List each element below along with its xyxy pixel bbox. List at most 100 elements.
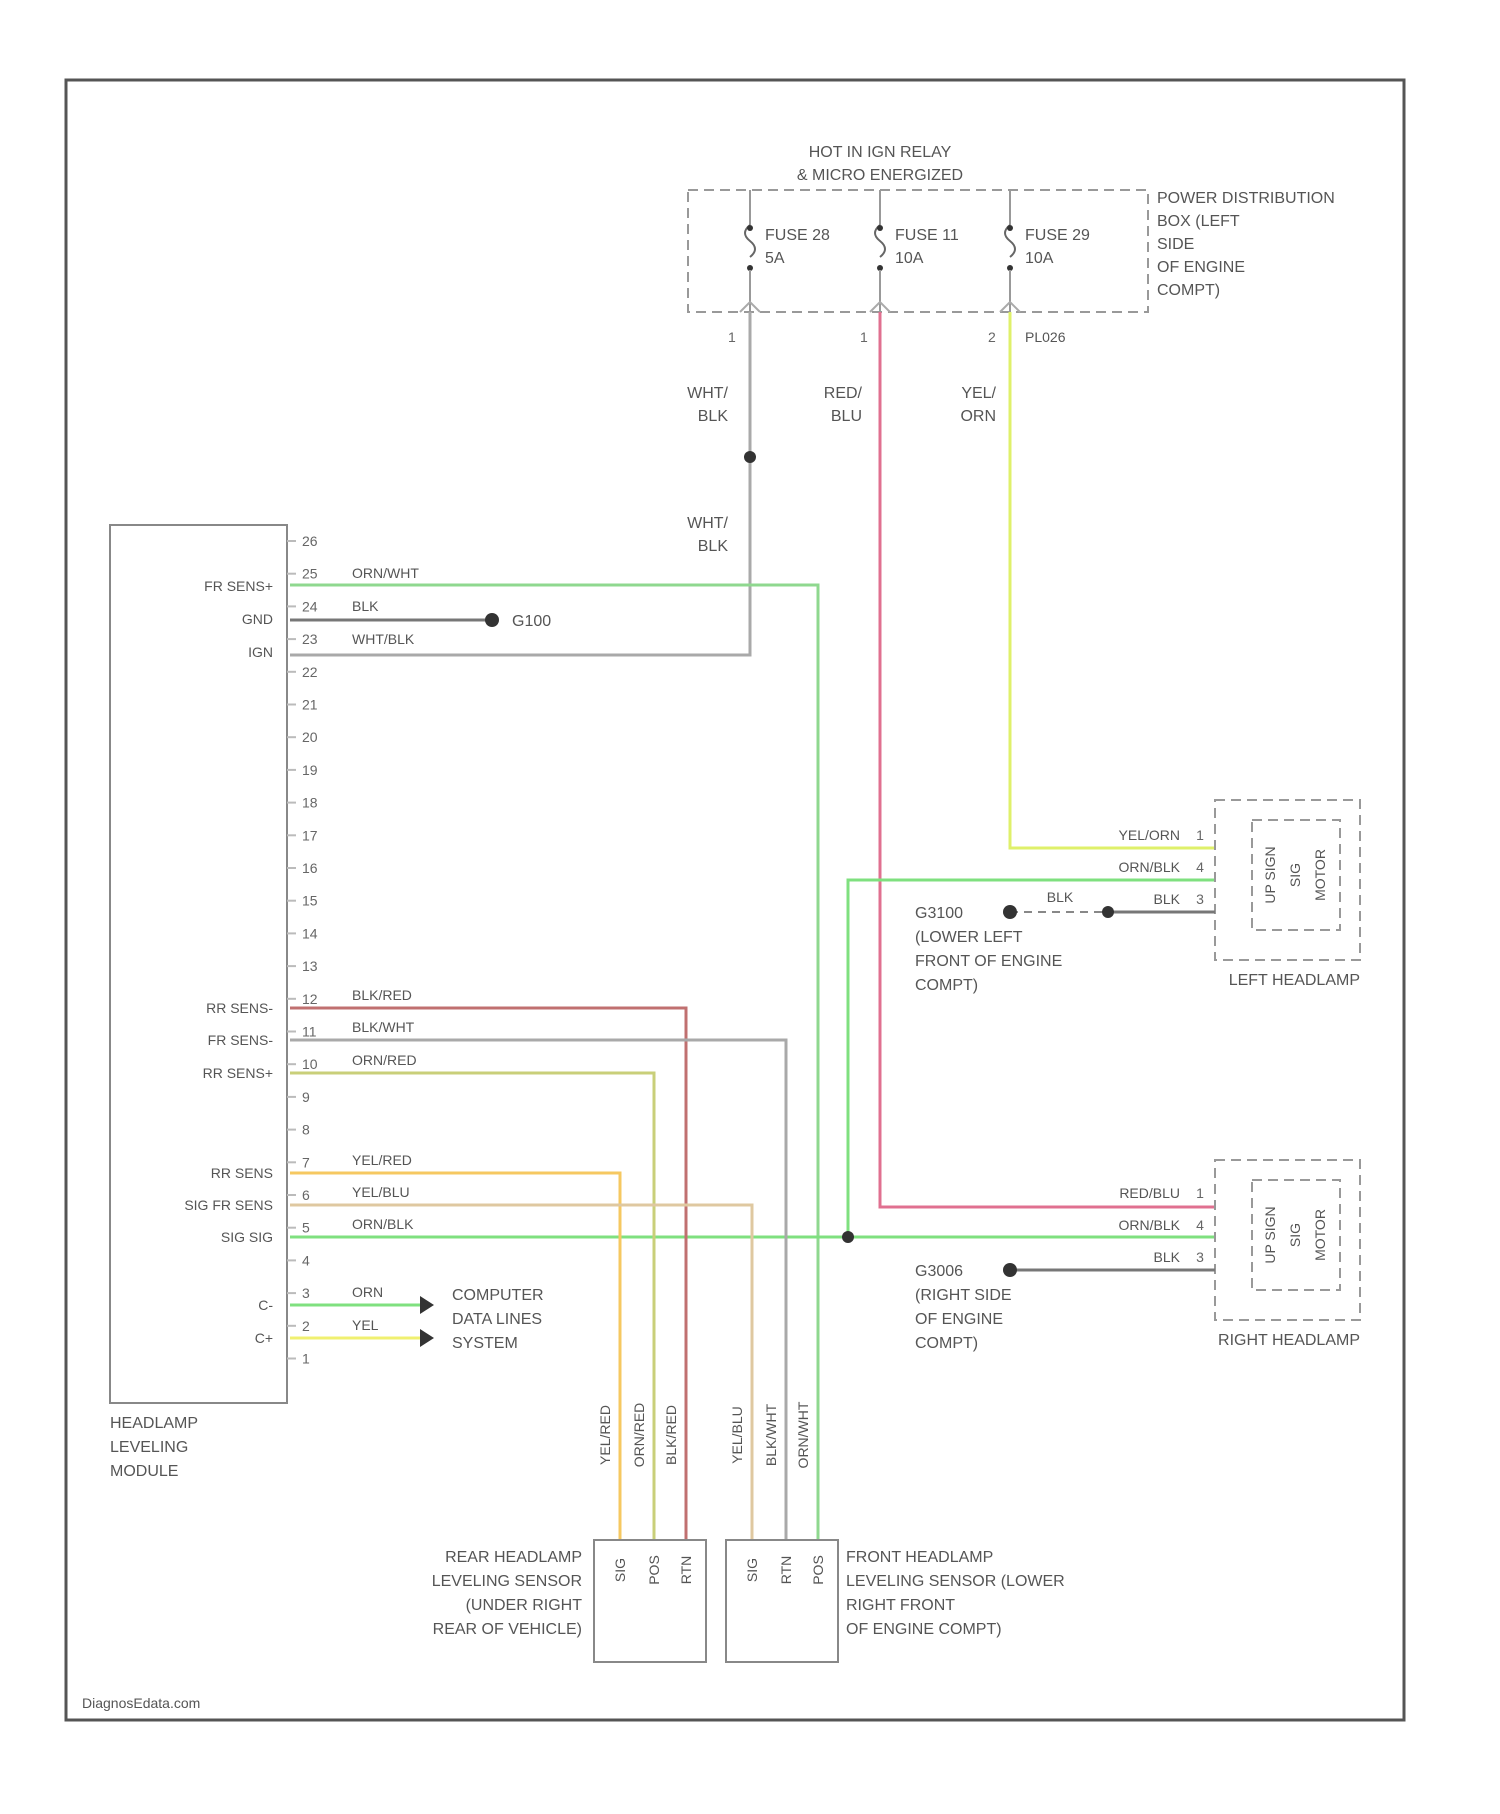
arrow-icon (420, 1329, 434, 1347)
left-headlamp-inner-2: SIG (1287, 863, 1303, 887)
left-headlamp-splice (1102, 906, 1114, 918)
right-headlamp-inner-2: SIG (1287, 1223, 1303, 1247)
module-pin-number: 23 (302, 631, 318, 647)
relay-label-line1: HOT IN IGN RELAY (809, 144, 952, 161)
left-headlamp-wire-1: YEL/ORN (1119, 827, 1180, 843)
pdb-label-line1: POWER DISTRIBUTION (1157, 190, 1335, 207)
fuse-11-pin: 1 (860, 329, 868, 345)
left-headlamp-wire-3: BLK (1154, 891, 1181, 907)
left-headlamp-pin-4: 4 (1196, 859, 1204, 875)
right-headlamp-wire-1: RED/BLU (1119, 1185, 1180, 1201)
right-headlamp: RED/BLU 1 ORN/BLK 4 BLK 3 UP SIGN SIG MO… (915, 1160, 1360, 1352)
pdb-label-line2: BOX (LEFT (1157, 213, 1240, 230)
fuse-29-name: FUSE 29 (1025, 227, 1090, 244)
module-pin-number: 2 (302, 1318, 310, 1334)
rear-sensor-label-4: REAR OF VEHICLE) (433, 1621, 582, 1638)
ground-g3100-line2: (LOWER LEFT (915, 929, 1023, 946)
ground-g100-dot (485, 613, 499, 627)
module-pin-number: 19 (302, 762, 318, 778)
pdb-label-line3: SIDE (1157, 236, 1194, 253)
left-headlamp-inner-1: UP SIGN (1262, 846, 1278, 903)
module-pin-number: 13 (302, 958, 318, 974)
right-headlamp-title: RIGHT HEADLAMP (1218, 1332, 1360, 1349)
front-sensor-pin-3: POS (810, 1555, 826, 1585)
fuse-29-pin: 2 (988, 329, 996, 345)
module-pin-number: 26 (302, 533, 318, 549)
module-wire-label-10: ORN/RED (352, 1052, 417, 1068)
rear-sensor-label-1: REAR HEADLAMP (445, 1549, 582, 1566)
front-sensor-pin-1: SIG (744, 1558, 760, 1582)
front-sensor-label-3: RIGHT FRONT (846, 1597, 955, 1614)
ground-g3006-line2: (RIGHT SIDE (915, 1287, 1012, 1304)
module-pin-list: 2625242322212019181716151413121110987654… (287, 533, 318, 1367)
module-wire-label-11: BLK/WHT (352, 1019, 415, 1035)
front-sensor-label-4: OF ENGINE COMPT) (846, 1621, 1002, 1638)
module-pin-number: 1 (302, 1351, 310, 1367)
module-wire-label-25: ORN/WHT (352, 565, 419, 581)
ground-g3100-line4: COMPT) (915, 977, 978, 994)
wire-label-wht-blk-mid-2: BLK (698, 538, 729, 555)
pdb-label-line5: COMPT) (1157, 282, 1220, 299)
data-lines-label-1: COMPUTER (452, 1287, 544, 1304)
module-wire-label-12: BLK/RED (352, 987, 412, 1003)
front-sensor-pin-2: RTN (778, 1556, 794, 1585)
wire-yel-red (290, 1173, 620, 1540)
fuse-29: FUSE 29 10A 2 PL026 (988, 190, 1090, 345)
fuse-28: FUSE 28 5A 1 (728, 190, 830, 345)
fuse-28-pin: 1 (728, 329, 736, 345)
module-pin-number: 20 (302, 729, 318, 745)
module-label-line3: MODULE (110, 1463, 178, 1480)
rear-sensor-pin-2: POS (646, 1555, 662, 1585)
ground-g3006-dot (1003, 1263, 1017, 1277)
rear-sensor-wire-3: BLK/RED (663, 1405, 679, 1465)
fuse-11: FUSE 11 10A 1 (860, 190, 959, 345)
rear-sensor-label-3: (UNDER RIGHT (466, 1597, 583, 1614)
module-pin-label-6: SIG FR SENS (184, 1197, 273, 1213)
module-label-line2: LEVELING (110, 1439, 188, 1456)
rear-sensor-label-2: LEVELING SENSOR (432, 1573, 582, 1590)
wire-label-wht-blk-mid-1: WHT/ (687, 515, 728, 532)
relay-label-line2: & MICRO ENERGIZED (797, 167, 963, 184)
fuse-11-name: FUSE 11 (895, 227, 959, 244)
module-pin-label-23: IGN (248, 644, 273, 660)
module-pin-number: 17 (302, 827, 318, 843)
wire-label-wht-blk-top-1: WHT/ (687, 385, 728, 402)
left-headlamp-ground-wire-label: BLK (1047, 889, 1074, 905)
front-sensor-label-1: FRONT HEADLAMP (846, 1549, 993, 1566)
module-pin-number: 15 (302, 893, 318, 909)
module-pin-number: 7 (302, 1154, 310, 1170)
module-wire-label-7: YEL/RED (352, 1152, 412, 1168)
right-headlamp-pin-1: 1 (1196, 1185, 1204, 1201)
wire-orn-blk-left (848, 880, 1215, 1237)
fuse-28-name: FUSE 28 (765, 227, 830, 244)
ground-g3006-line1: G3006 (915, 1263, 963, 1280)
module-wire-label-2: YEL (352, 1317, 379, 1333)
left-headlamp: YEL/ORN 1 ORN/BLK 4 BLK 3 UP SIGN SIG MO… (915, 800, 1360, 994)
fuse-29-rating: 10A (1025, 250, 1054, 267)
fuse-28-rating: 5A (765, 250, 785, 267)
left-headlamp-pin-1: 1 (1196, 827, 1204, 843)
module-pin-number: 22 (302, 664, 318, 680)
fuse-11-rating: 10A (895, 250, 924, 267)
module-pin-number: 3 (302, 1285, 310, 1301)
wire-blk-red (290, 1008, 686, 1540)
module-pin-label-24: GND (242, 611, 273, 627)
ground-g100-label: G100 (512, 613, 551, 630)
pdb-label-line4: OF ENGINE (1157, 259, 1245, 276)
right-headlamp-wire-4: ORN/BLK (1119, 1217, 1181, 1233)
rear-sensor-wire-1: YEL/RED (597, 1405, 613, 1465)
module-pin-number: 25 (302, 566, 318, 582)
module-pin-number: 5 (302, 1220, 310, 1236)
ground-g3006-line4: COMPT) (915, 1335, 978, 1352)
front-sensor-wire-2: BLK/WHT (763, 1403, 779, 1466)
module-pin-label-7: RR SENS (211, 1165, 273, 1181)
module-pin-label-11: FR SENS- (208, 1032, 274, 1048)
module-wire-label-5: ORN/BLK (352, 1216, 414, 1232)
right-headlamp-inner-1: UP SIGN (1262, 1206, 1278, 1263)
left-headlamp-wire-4: ORN/BLK (1119, 859, 1181, 875)
module-pin-number: 12 (302, 991, 318, 1007)
fuse-29-connector: PL026 (1025, 329, 1066, 345)
module-pin-label-5: SIG SIG (221, 1229, 273, 1245)
module-pin-number: 14 (302, 925, 318, 941)
